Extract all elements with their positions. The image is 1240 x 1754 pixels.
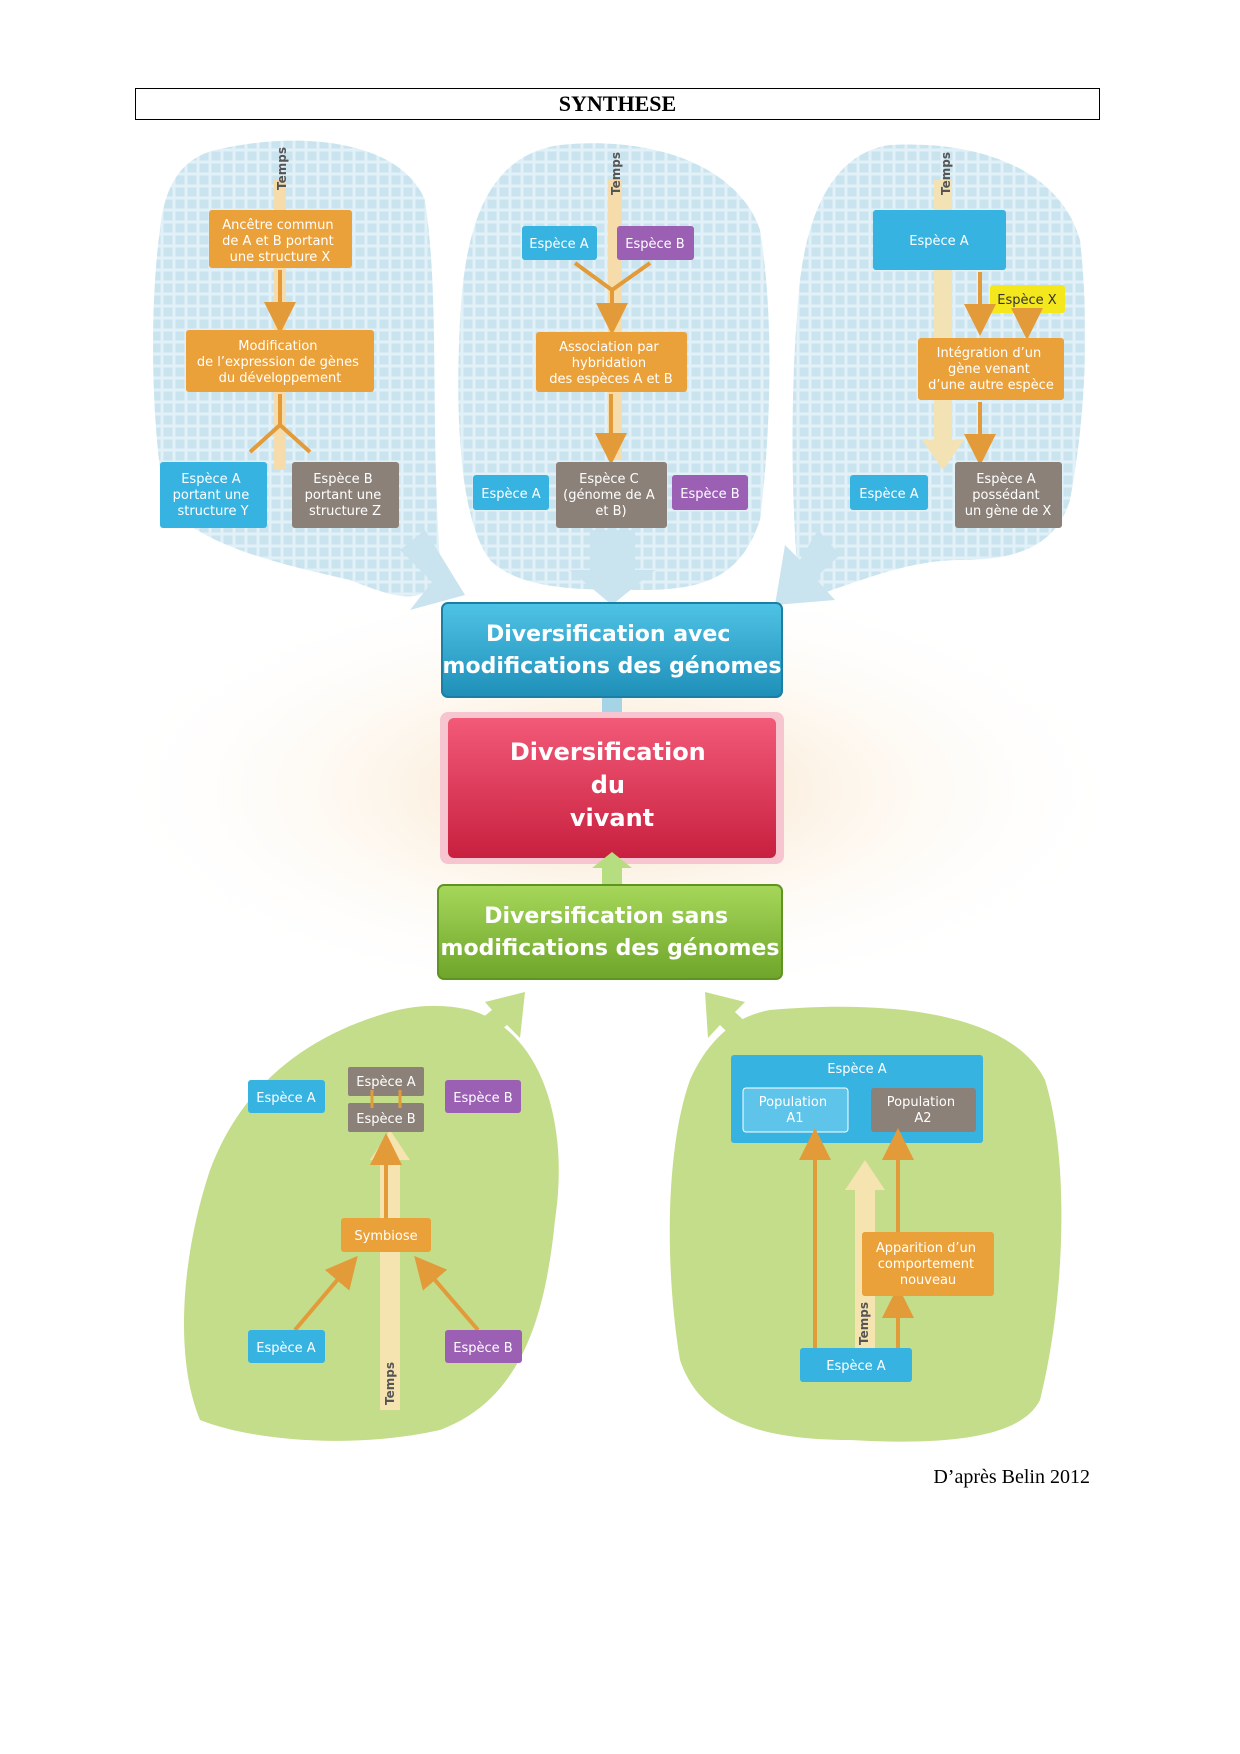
page-title: SYNTHESE	[135, 88, 1100, 120]
p4-species-a-bottom-box	[248, 1330, 325, 1363]
transition-arrow-1	[400, 530, 465, 610]
arrow-green-to-center	[592, 852, 632, 885]
species-b-z-box	[292, 462, 399, 528]
species-b-z-text: Espèce B portant une structure Z	[305, 472, 386, 519]
modification-box	[186, 330, 374, 392]
arrow-a-to-symbiose	[293, 1255, 358, 1332]
without-modifications-text: Diversification sans modifications des g…	[441, 904, 780, 961]
p4-inner-b-text: Espèce B	[356, 1112, 415, 1127]
p2-species-a-bottom-box	[473, 475, 549, 510]
p4-species-a-left-box	[248, 1080, 325, 1113]
hybridation-text: Association par hybridation des espèces …	[549, 340, 672, 387]
species-x-box	[990, 285, 1065, 313]
population-a1-text: Population A1	[759, 1095, 831, 1126]
species-a-y-box	[160, 462, 267, 528]
panel-5: Espèce A Population A1 Population A2 App…	[731, 1055, 994, 1382]
population-a2-text: Population A2	[887, 1095, 959, 1126]
ancestor-text: Ancêtre commun de A et B portant une str…	[222, 218, 338, 265]
integration-text: Intégration d’un gène venant d’une autre…	[928, 346, 1054, 393]
temps-label-4: Temps	[383, 1362, 397, 1405]
p2-species-a-bottom-text: Espèce A	[481, 487, 541, 502]
p2-species-b-bottom-box	[672, 475, 748, 510]
population-a2-box	[871, 1088, 976, 1132]
p2-species-b-top-box	[617, 226, 694, 260]
p4-species-a-bottom-text: Espèce A	[256, 1341, 316, 1356]
temps-label-3: Temps	[939, 152, 953, 195]
hybridation-box	[536, 332, 687, 392]
behaviour-text: Apparition d’un comportement nouveau	[876, 1241, 980, 1288]
without-modifications-box	[437, 884, 783, 980]
p5-species-a-bottom-box	[800, 1348, 912, 1382]
symbiose-box	[341, 1218, 431, 1252]
transition-arrow-5	[705, 992, 770, 1060]
panel-3: Espèce A Espèce X Intégration d’un gène …	[850, 210, 1065, 528]
population-a1-box	[742, 1087, 849, 1133]
source-credit: D’après Belin 2012	[933, 1466, 1090, 1488]
p2-species-b-top-text: Espèce B	[625, 237, 684, 252]
center-text: Diversification du vivant	[510, 738, 714, 832]
transition-arrow-4	[455, 992, 525, 1055]
ancestor-box	[209, 210, 352, 268]
center-box	[448, 718, 776, 858]
p3-species-a-bottom-text: Espèce A	[859, 487, 919, 502]
species-a-y-text: Espèce A portant une structure Y	[173, 472, 254, 519]
species-c-text: Espèce C (génome de A et B)	[563, 472, 659, 519]
with-modifications-box	[441, 602, 783, 698]
time-bar-panel-3	[922, 180, 964, 470]
temps-label-1: Temps	[275, 147, 289, 190]
p4-species-a-left-text: Espèce A	[256, 1091, 316, 1106]
p4-inner-b-box	[348, 1103, 424, 1132]
p2-species-b-bottom-text: Espèce B	[680, 487, 739, 502]
p3-species-a-top-text: Espèce A	[909, 234, 969, 249]
species-a-gene-box	[955, 462, 1062, 528]
integration-box	[918, 338, 1064, 400]
arrow-split-1	[248, 394, 312, 454]
p4-inner-a-box	[348, 1067, 424, 1096]
p5-species-a-header-text: Espèce A	[827, 1062, 887, 1077]
p2-species-a-top-box	[522, 226, 597, 260]
central-stack: Diversification avec modifications des g…	[437, 602, 784, 980]
arrow-b-to-symbiose	[414, 1255, 480, 1332]
behaviour-box	[862, 1232, 994, 1296]
temps-label-5: Temps	[857, 1302, 871, 1345]
inner-exchange-arrows	[370, 1090, 402, 1108]
p4-species-b-right-text: Espèce B	[453, 1091, 512, 1106]
p4-species-b-bottom-text: Espèce B	[453, 1341, 512, 1356]
panel-2: Espèce A Espèce B Association par hybrid…	[473, 226, 748, 528]
p5-species-a-bottom-text: Espèce A	[826, 1359, 886, 1374]
species-c-box	[556, 462, 667, 528]
species-x-text: Espèce X	[997, 293, 1057, 308]
p4-inner-a-text: Espèce A	[356, 1075, 416, 1090]
p2-species-a-top-text: Espèce A	[529, 237, 589, 252]
p3-species-a-top-box	[873, 210, 1006, 270]
with-modifications-text: Diversification avec modifications des g…	[443, 622, 782, 679]
modification-text: Modification de l’expression de gènes du…	[197, 339, 363, 386]
panel-4: Espèce A Espèce A Espèce B Espèce B Symb…	[248, 1067, 522, 1363]
arrow-merge	[573, 261, 652, 323]
symbiose-text: Symbiose	[354, 1229, 417, 1244]
temps-label-2: Temps	[609, 152, 623, 195]
transition-arrow-3	[775, 530, 840, 605]
transition-arrow-2	[570, 530, 655, 605]
time-bar-panel-4	[370, 1130, 410, 1410]
p4-species-b-bottom-box	[445, 1330, 522, 1363]
panel-1: Ancêtre commun de A et B portant une str…	[160, 210, 399, 528]
p4-species-b-right-box	[445, 1080, 521, 1113]
p3-species-a-bottom-box	[850, 475, 928, 510]
species-a-gene-text: Espèce A possédant un gène de X	[965, 472, 1052, 519]
